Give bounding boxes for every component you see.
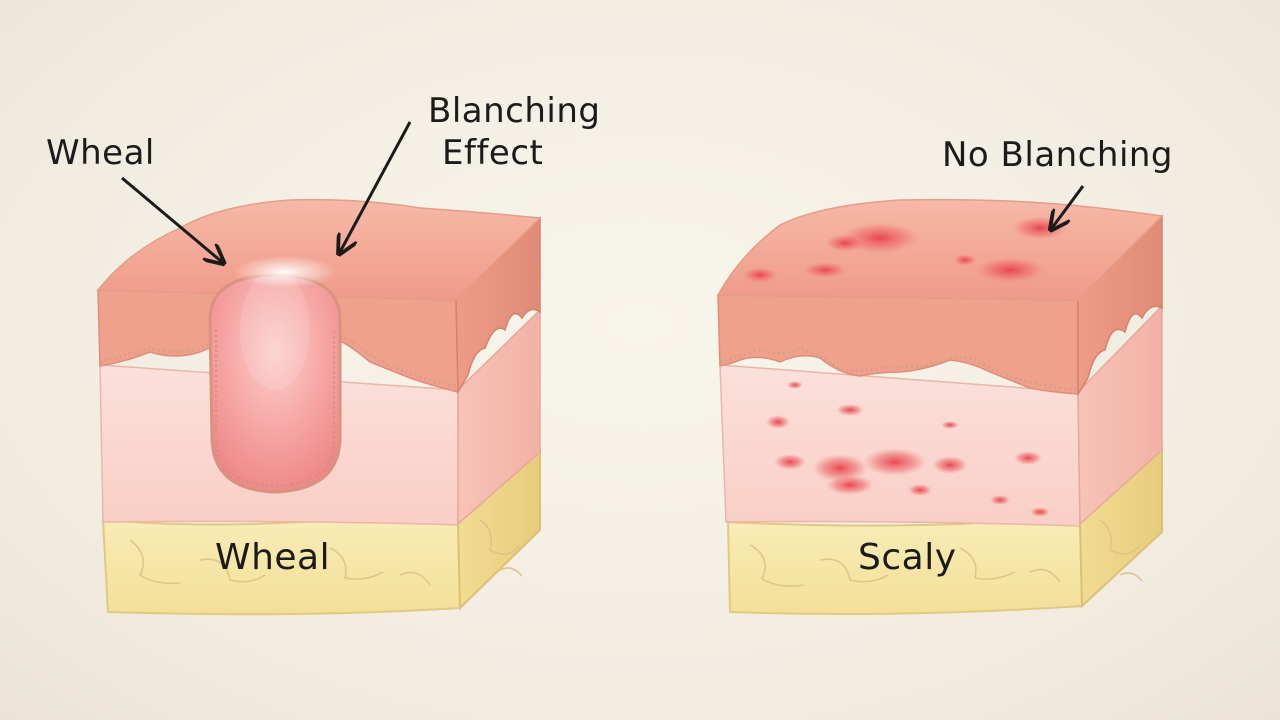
- right-dermis-side: [1077, 304, 1163, 526]
- no-blanching-arrow-icon: [1052, 185, 1085, 228]
- surface-red-spots: [742, 216, 1068, 283]
- left-top-surface: [96, 198, 542, 301]
- scaly-skin-block: [716, 198, 1164, 615]
- dermal-red-spots: [766, 381, 1050, 517]
- right-dermis-layer: [719, 364, 1081, 527]
- scaly-block-label: Scaly: [858, 537, 957, 578]
- wheal-skin-block: [96, 198, 542, 616]
- left-epidermis-side: [455, 216, 541, 395]
- no-blanching-callout-label: No Blanching: [942, 135, 1174, 175]
- wheal-arrow-icon: [121, 176, 222, 262]
- blanching-highlight: [233, 256, 337, 288]
- callout-arrows: [121, 121, 1085, 262]
- right-epidermis-side: [1077, 214, 1163, 397]
- wheal-callout-label: Wheal: [46, 133, 155, 173]
- blanching-callout-label-line2: Effect: [442, 133, 544, 173]
- wheal-block-label: Wheal: [215, 537, 331, 578]
- left-dermis-side: [457, 308, 541, 526]
- blanching-callout-label-line1: Blanching: [428, 91, 601, 131]
- blanching-arrow-icon: [340, 121, 412, 252]
- right-epidermis-front: [717, 294, 1079, 395]
